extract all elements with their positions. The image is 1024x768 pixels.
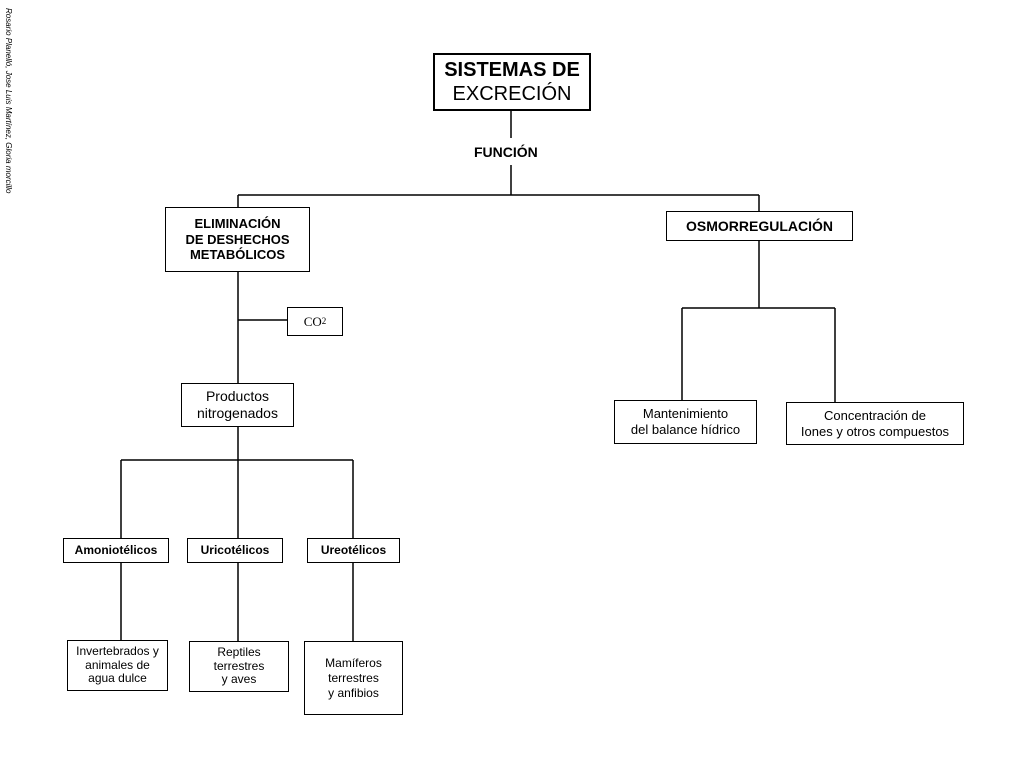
eliminacion-line2: DE DESHECHOS — [185, 231, 290, 247]
productos-line1: Productos — [205, 388, 270, 405]
amoniotelicos-label: Amoniotélicos — [74, 543, 158, 558]
reptiles-line1: Reptiles — [217, 644, 261, 659]
ureotelicos-label: Ureotélicos — [320, 543, 387, 558]
concentracion-line2: Iones y otros compuestos — [800, 423, 950, 439]
concentracion-line1: Concentración de — [824, 407, 926, 423]
eliminacion-line1: ELIMINACIÓN — [194, 216, 281, 232]
invertebrados-line3: agua dulce — [88, 671, 147, 686]
node-invertebrados: Invertebrados y animales de agua dulce — [67, 640, 168, 691]
productos-line2: nitrogenados — [197, 405, 278, 421]
node-amoniotelicos: Amoniotélicos — [63, 538, 169, 563]
node-eliminacion: ELIMINACIÓN DE DESHECHOS METABÓLICOS — [165, 207, 310, 272]
node-ureotelicos: Ureotélicos — [307, 538, 400, 563]
node-uricotelicos: Uricotélicos — [187, 538, 283, 563]
mantenimiento-line2: del balance hídrico — [630, 422, 741, 437]
node-mamiferos: Mamíferos terrestres y anfibios — [304, 641, 403, 715]
mamiferos-line3: y anfibios — [328, 685, 379, 700]
reptiles-line2: terrestres — [213, 658, 265, 673]
author-credit: Rosario Planelló, Jose Luis Martínez, Gl… — [4, 8, 13, 194]
root-node-sistemas-de-excrecion: SISTEMAS DE EXCRECIÓN — [433, 53, 591, 111]
node-mantenimiento: Mantenimiento del balance hídrico — [614, 400, 757, 444]
eliminacion-line3: METABÓLICOS — [189, 247, 286, 263]
node-productos-nitrogenados: Productos nitrogenados — [181, 383, 294, 427]
reptiles-line3: y aves — [221, 672, 257, 687]
osmorregulacion-label: OSMORREGULACIÓN — [686, 217, 833, 234]
root-line2: EXCRECIÓN — [452, 83, 572, 105]
co2-sub: 2 — [321, 316, 327, 327]
co2-base: CO — [303, 313, 322, 329]
node-osmorregulacion: OSMORREGULACIÓN — [666, 211, 853, 241]
funcion-label: FUNCIÓN — [474, 144, 538, 160]
mamiferos-line1: Mamíferos — [325, 655, 382, 670]
invertebrados-line1: Invertebrados y — [76, 643, 159, 658]
node-concentracion: Concentración de Iones y otros compuesto… — [786, 402, 964, 445]
uricotelicos-label: Uricotélicos — [200, 543, 270, 558]
invertebrados-line2: animales de — [85, 657, 150, 672]
mamiferos-line2: terrestres — [328, 670, 379, 685]
root-line1: SISTEMAS DE — [444, 59, 580, 81]
node-reptiles: Reptiles terrestres y aves — [189, 641, 289, 692]
mantenimiento-line1: Mantenimiento — [642, 406, 729, 422]
